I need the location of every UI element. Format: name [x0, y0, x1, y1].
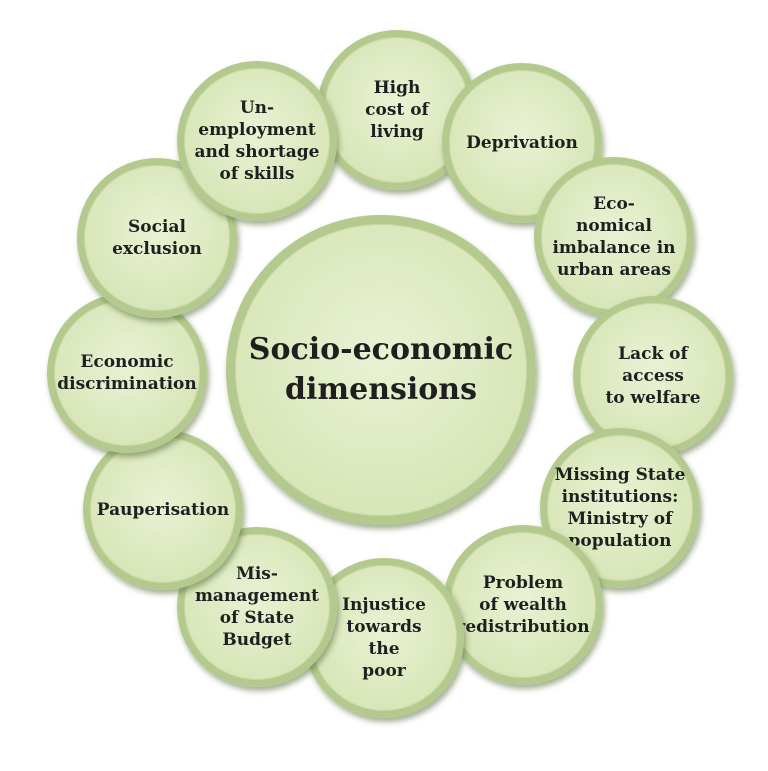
- circle-label: Injustice towards the poor: [342, 595, 426, 681]
- outer-circle-wealth-redistribution: Problem of wealth redistribution: [443, 525, 603, 685]
- circle-label: Pauperisation: [96, 500, 230, 520]
- outer-circle-unemployment: Un- employment and shortage of skills: [177, 61, 337, 221]
- circle-label: Economic discrimination: [57, 352, 197, 394]
- outer-circle-mismanagement: Mis- management of State Budget: [177, 527, 337, 687]
- circle-label: Mis- management of State Budget: [194, 564, 320, 650]
- center-circle: Socio-economic dimensions: [226, 215, 536, 525]
- circle-label: Deprivation: [466, 133, 578, 153]
- circle-label: Missing State institutions: Ministry of …: [554, 465, 686, 551]
- circle-label: Lack of access to welfare: [605, 344, 701, 408]
- outer-circle-economic-discrimination: Economic discrimination: [47, 293, 207, 453]
- outer-circle-lack-of-access: Lack of access to welfare: [573, 296, 733, 456]
- circle-label: Un- employment and shortage of skills: [194, 98, 320, 184]
- circle-label: High cost of living: [365, 78, 429, 142]
- outer-circle-pauperisation: Pauperisation: [83, 430, 243, 590]
- center-label: Socio-economic dimensions: [248, 332, 514, 407]
- circle-label: Eco- nomical imbalance in urban areas: [552, 194, 676, 280]
- circle-label: Social exclusion: [112, 217, 202, 259]
- outer-circle-economical-imbalance: Eco- nomical imbalance in urban areas: [534, 157, 694, 317]
- circle-label: Problem of wealth redistribution: [456, 573, 590, 637]
